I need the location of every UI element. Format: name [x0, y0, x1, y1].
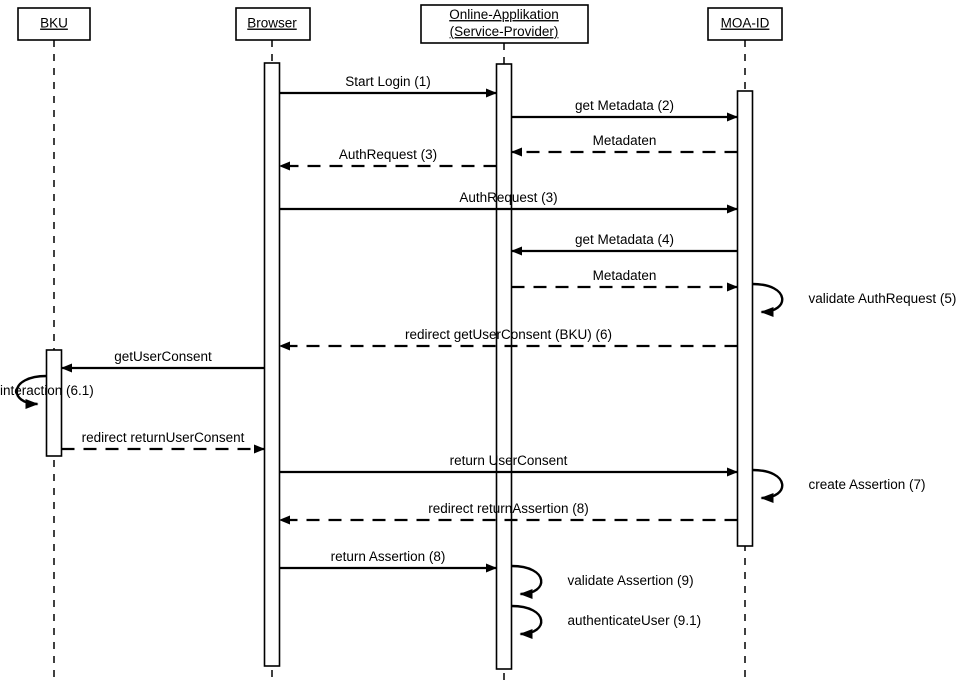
message-label-m1: Start Login (1): [345, 74, 431, 89]
lifeline-head-label-browser: Browser: [247, 16, 297, 31]
lifeline-heads-layer: BKU Browser Online-Applikation (Service-Pro…: [17, 4, 783, 44]
self-message-label-s4: validate Assertion (9): [568, 573, 694, 588]
message-label-m5: AuthRequest (3): [459, 190, 557, 205]
message-m10[interactable]: redirect returnUserConsent: [61, 430, 265, 454]
message-m7[interactable]: Metadaten: [511, 268, 738, 292]
self-message-s5[interactable]: authenticateUser (9.1): [511, 604, 702, 639]
self-message-s2[interactable]: BKU interaction (6.1): [0, 374, 94, 409]
self-message-arrow-s4: [511, 564, 543, 599]
lifeline-head-label-sp: (Service-Provider): [450, 24, 559, 39]
message-m9[interactable]: getUserConsent: [61, 349, 265, 373]
self-message-s4[interactable]: validate Assertion (9): [511, 564, 694, 599]
message-label-m10: redirect returnUserConsent: [82, 430, 245, 445]
activation-bar-bku-0: [45, 349, 63, 457]
lifeline-head-moaid[interactable]: MOA-ID: [707, 7, 783, 41]
message-m6[interactable]: get Metadata (4): [511, 232, 738, 256]
message-label-m12: redirect returnAssertion (8): [428, 501, 589, 516]
activation-bar-browser-0: [263, 62, 281, 667]
lifeline-head-box-moaid: [707, 7, 783, 41]
self-message-arrow-s3: [752, 468, 784, 503]
lifeline-head-box-bku: [17, 7, 91, 41]
self-messages-layer: validate AuthRequest (5) BKU interaction …: [0, 282, 957, 639]
message-m12[interactable]: redirect returnAssertion (8): [279, 501, 738, 525]
message-label-m8: redirect getUserConsent (BKU) (6): [405, 327, 612, 342]
message-m11[interactable]: return UserConsent: [279, 453, 738, 477]
lifeline-head-label-bku: BKU: [40, 16, 68, 31]
message-m8[interactable]: redirect getUserConsent (BKU) (6): [279, 327, 738, 351]
message-label-m6: get Metadata (4): [575, 232, 674, 247]
message-label-m13: return Assertion (8): [331, 549, 446, 564]
self-message-label-s5: authenticateUser (9.1): [568, 613, 702, 628]
lifeline-head-box-browser: [235, 7, 311, 41]
message-m1[interactable]: Start Login (1): [279, 74, 497, 98]
messages-layer: Start Login (1) get Metadata (2) Metadaten…: [61, 74, 738, 573]
self-message-arrow-s2: [15, 374, 47, 409]
lifeline-head-label-sp: Online-Applikation: [449, 7, 559, 22]
message-m3[interactable]: Metadaten: [511, 133, 738, 157]
lifeline-head-label-moaid: MOA-ID: [721, 16, 770, 31]
message-label-m2: get Metadata (2): [575, 98, 674, 113]
message-m2[interactable]: get Metadata (2): [511, 98, 738, 122]
activation-bar-sp-0: [495, 63, 513, 670]
activations-layer: [45, 62, 754, 670]
self-message-s3[interactable]: create Assertion (7): [752, 468, 926, 503]
message-m13[interactable]: return Assertion (8): [279, 549, 497, 573]
self-message-label-s3: create Assertion (7): [809, 477, 926, 492]
self-message-label-s2: BKU interaction (6.1): [0, 383, 94, 398]
message-label-m7: Metadaten: [593, 268, 657, 283]
lifeline-head-browser[interactable]: Browser: [235, 7, 311, 41]
message-label-m3: Metadaten: [593, 133, 657, 148]
self-message-arrow-s5: [511, 604, 543, 639]
self-message-label-s1: validate AuthRequest (5): [809, 291, 957, 306]
self-message-s1[interactable]: validate AuthRequest (5): [752, 282, 957, 317]
message-label-m4: AuthRequest (3): [339, 147, 437, 162]
message-label-m9: getUserConsent: [114, 349, 212, 364]
lifeline-head-box-sp: [420, 4, 589, 44]
activation-bar-moaid-0: [736, 90, 754, 547]
message-m4[interactable]: AuthRequest (3): [279, 147, 497, 171]
self-message-arrow-s1: [752, 282, 784, 317]
lifeline-head-sp[interactable]: Online-Applikation (Service-Provider): [420, 4, 589, 44]
lifeline-head-bku[interactable]: BKU: [17, 7, 91, 41]
message-label-m11: return UserConsent: [450, 453, 568, 468]
message-m5[interactable]: AuthRequest (3): [279, 190, 738, 214]
